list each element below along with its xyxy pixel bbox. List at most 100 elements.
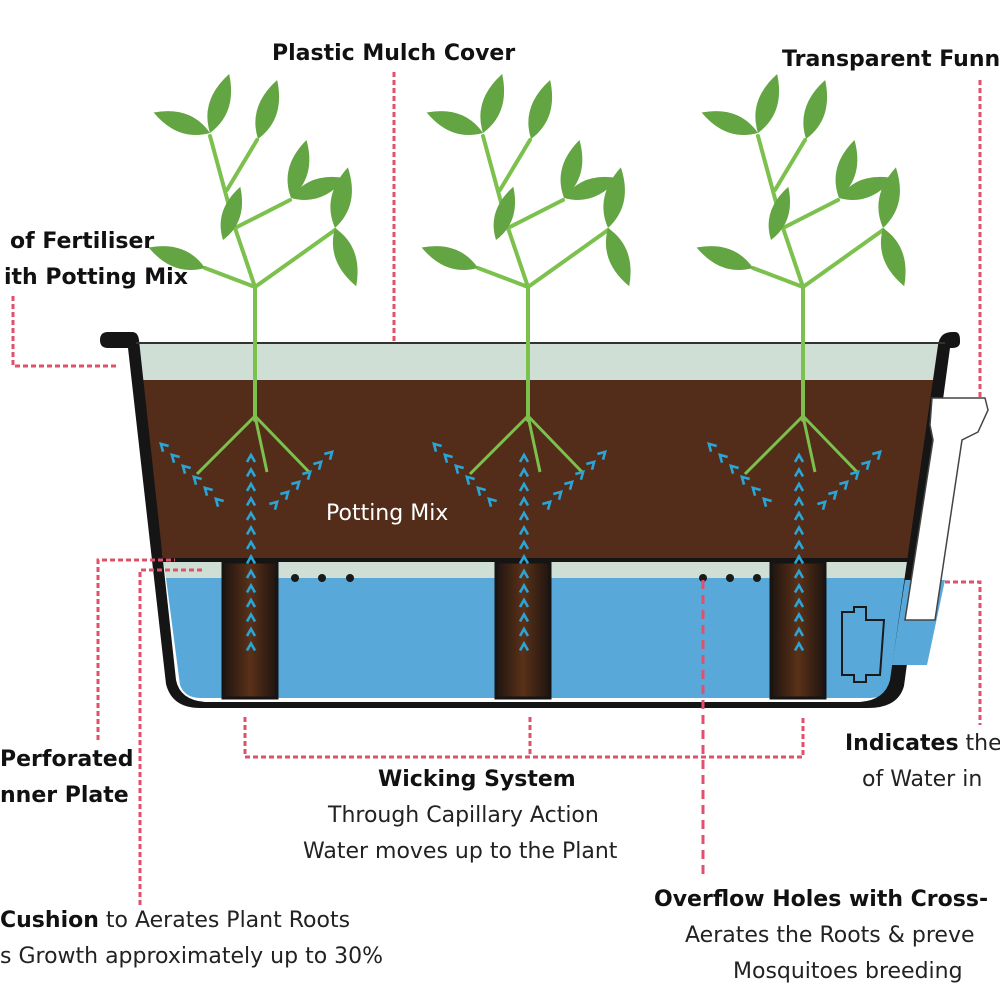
transparent-funnel-icon: [904, 397, 989, 621]
capillary-arrow: [181, 464, 191, 474]
capillary-arrow: [432, 442, 442, 452]
wick-column-outline: [494, 560, 552, 700]
capillary-arrow: [518, 582, 530, 594]
plant-roots: [468, 414, 585, 476]
overflow-hole: [291, 574, 299, 582]
capillary-arrow: [518, 524, 530, 536]
leaf: [768, 186, 791, 240]
overflow-hole: [753, 574, 761, 582]
capillary-arrow: [518, 495, 530, 507]
leaf: [701, 111, 758, 136]
capillary-arrow: [269, 500, 279, 510]
label-indicator-bold: Indicates: [845, 731, 959, 756]
capillary-arrow: [793, 640, 805, 652]
capillary-arrow: [729, 464, 739, 474]
capillary-arrow: [740, 475, 750, 485]
leaf: [564, 176, 619, 200]
label-plastic-mulch-cover: Plastic Mulch Cover: [272, 41, 516, 66]
capillary-arrow: [159, 442, 169, 452]
label-perforated-line2: nner Plate: [0, 783, 129, 808]
label-indicator-line2: of Water in: [862, 767, 983, 792]
leaf: [605, 228, 631, 287]
label-overflow-line2: Mosquitoes breeding: [733, 959, 963, 984]
capillary-arrow: [793, 481, 805, 492]
leaf: [291, 176, 346, 200]
capillary-arrow: [762, 497, 772, 507]
label-overflow-line1: Aerates the Roots & preve: [685, 923, 975, 948]
label-cushion-rest: to Aerates Plant Roots: [98, 908, 351, 933]
label-perforated-line1: Perforated: [0, 747, 134, 772]
capillary-arrow: [518, 597, 530, 608]
capillary-arrow: [542, 500, 552, 510]
label-fertiliser-line1: of Fertiliser: [10, 229, 155, 254]
capillary-arrow: [245, 524, 257, 536]
leaf: [560, 140, 583, 198]
capillary-arrow: [245, 495, 257, 507]
capillary-arrow: [793, 524, 805, 536]
leaf: [880, 228, 906, 287]
capillary-arrow: [793, 553, 805, 565]
capillary-arrows-group: [159, 442, 882, 652]
capillary-arrow: [245, 640, 257, 652]
capillary-arrow: [793, 452, 805, 463]
capillary-arrow: [518, 452, 530, 463]
capillary-arrow: [245, 481, 257, 492]
leader-wicking: [243, 717, 805, 759]
plastic-mulch-layer: [136, 342, 945, 380]
leaf: [603, 167, 625, 228]
capillary-arrow: [245, 597, 257, 608]
leaf: [332, 228, 358, 287]
leaf: [839, 176, 894, 200]
wick-column-outline: [769, 560, 827, 700]
label-potting-mix: Potting Mix: [326, 501, 449, 526]
capillary-arrow: [245, 582, 257, 594]
plant-stem: [203, 134, 337, 422]
capillary-arrow: [793, 626, 805, 637]
capillary-arrow: [476, 486, 486, 496]
leaf: [755, 74, 780, 133]
capillary-arrow: [245, 539, 257, 550]
label-wicking-title: Wicking System: [378, 767, 576, 792]
capillary-arrow: [793, 597, 805, 608]
water-level-indicator: [841, 397, 989, 683]
plant: [148, 74, 358, 422]
capillary-arrow: [245, 626, 257, 637]
wick-column-outline: [221, 560, 279, 700]
capillary-arrow: [575, 470, 585, 480]
capillary-arrow: [245, 466, 257, 478]
label-cushion-line1: Cushion to Aerates Plant Roots: [0, 907, 350, 935]
leader-indicator: [945, 580, 982, 725]
capillary-arrow: [245, 611, 257, 623]
capillary-arrow: [443, 453, 453, 463]
capillary-arrow: [718, 453, 728, 463]
leaf: [148, 246, 205, 271]
capillary-arrow: [245, 452, 257, 463]
capillary-arrow: [518, 626, 530, 637]
label-indicator-rest: the: [958, 731, 1000, 756]
capillary-arrow: [324, 450, 334, 460]
capillary-arrow: [245, 553, 257, 565]
capillary-arrow: [817, 500, 827, 510]
plant-stem: [476, 134, 610, 422]
capillary-arrow: [861, 460, 871, 470]
capillary-arrow: [793, 510, 805, 521]
capillary-arrow: [518, 640, 530, 652]
capillary-arrow: [203, 486, 213, 496]
label-transparent-funnel: Transparent Funne: [782, 47, 1000, 72]
capillary-arrow: [793, 495, 805, 507]
capillary-arrow: [597, 450, 607, 460]
plant: [421, 74, 631, 422]
leaf: [421, 246, 478, 271]
capillary-arrow: [793, 582, 805, 594]
leader-fertiliser: [11, 296, 118, 368]
label-fertiliser-line2: ith Potting Mix: [4, 265, 188, 290]
leaf: [255, 80, 280, 139]
roots-group: [195, 414, 860, 476]
capillary-arrow: [518, 539, 530, 550]
capillary-arrow: [872, 450, 882, 460]
capillary-arrow: [839, 480, 849, 490]
capillary-arrow: [793, 466, 805, 478]
label-cushion-line2: s Growth approximately up to 30%: [0, 944, 384, 969]
plant: [696, 74, 906, 422]
leaf: [207, 74, 232, 133]
